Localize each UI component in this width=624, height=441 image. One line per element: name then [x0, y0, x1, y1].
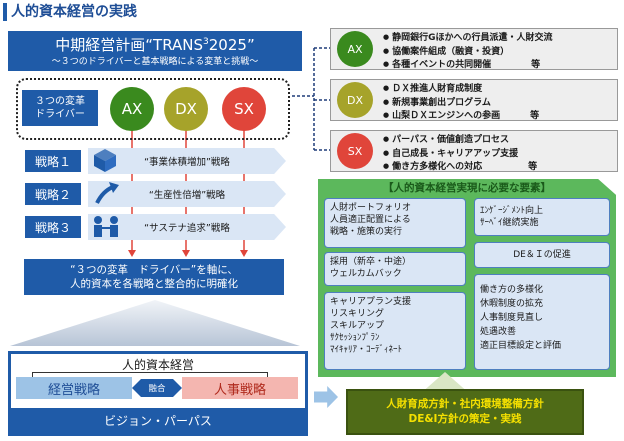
people-icon — [90, 212, 124, 242]
dx-panel-circle: DX — [337, 82, 373, 118]
summary-box: “３つの変革 ドライバー”を軸に、 人的資本を各戦略と整合的に明確化 — [24, 259, 284, 295]
sx-panel-circle: SX — [337, 133, 373, 169]
requirements-title: 【人的資本経営実現に必要な要素】 — [383, 182, 551, 194]
cube-icon — [90, 145, 120, 175]
drivers-label: ３つの変革 ドライバー — [22, 90, 98, 126]
list-item: パーパス・価値創造プロセス — [383, 133, 537, 147]
list-item: 自己成長・キャリアアップ支援 — [383, 147, 537, 161]
requirement-engagement: ｴﾝｹﾞｰｼﾞﾒﾝﾄ向上ｻｰﾍﾞｲ継続実施 — [474, 198, 610, 236]
strategy-3-label: 戦略３ — [25, 216, 81, 238]
drivers-group — [16, 78, 290, 140]
strategy-2-band: “生産性倍増”戦略 — [88, 181, 286, 207]
strategy-1-label: 戦略１ — [25, 150, 81, 172]
plan-title: 中期経営計画“TRANS32025” — [55, 36, 255, 54]
right-arrow-icon — [314, 386, 338, 408]
ax-panel-circle: AX — [337, 31, 373, 67]
midterm-plan-header: 中期経営計画“TRANS32025” ～３つのドライバーと基本戦略による変革と挑… — [8, 31, 302, 71]
growth-arrow-icon — [92, 178, 122, 208]
list-item: 協働案件組成（融資・投資） — [383, 45, 553, 59]
strategy-1-band: “事業体積増加”戦略 — [88, 148, 286, 174]
hr-strategy: 人事戦略 — [182, 377, 298, 399]
page-title: 人的資本経営の実践 — [11, 4, 137, 20]
requirement-dei: DE＆Ｉの促進 — [474, 242, 610, 268]
vision-purpose-bar: ビジョン・パーパス — [11, 408, 305, 433]
title-accent-bar — [3, 3, 7, 21]
management-strategy: 経営戦略 — [16, 377, 132, 399]
list-item: 静岡銀行Gほかへの行員派遣・人財交流 — [383, 31, 552, 45]
requirement-portfolio: 人財ポートフォリオ人員適正配置による戦略・施策の実行 — [324, 198, 466, 248]
list-item: 新規事業創出プログラム — [383, 96, 539, 110]
ax-circle: AX — [110, 87, 154, 131]
strategy-2-label: 戦略２ — [25, 183, 81, 205]
fusion-arrow: 融合 — [132, 379, 182, 397]
ax-panel-list: 静岡銀行Gほかへの行員派遣・人財交流 協働案件組成（融資・投資） 各種イベントの… — [383, 31, 553, 72]
ax-panel: AX 静岡銀行Gほかへの行員派遣・人財交流 協働案件組成（融資・投資） 各種イベ… — [330, 28, 618, 70]
dx-circle: DX — [164, 87, 208, 131]
requirement-workstyle: 働き方の多様化休暇制度の拡充人事制度見直し処遇改善適正目標設定と評価 — [474, 274, 610, 370]
sx-circle: SX — [222, 87, 266, 131]
requirement-recruitment: 採用（新卒・中途）ウェルカムバック — [324, 252, 466, 286]
list-item: ＤＸ推進人財育成制度 — [383, 82, 539, 96]
policy-box: 人財育成方針・社内環境整備方針 DE&I方針の策定・実践 — [346, 389, 584, 435]
sx-panel: SX パーパス・価値創造プロセス 自己成長・キャリアアップ支援 働き方多様化への… — [330, 130, 618, 172]
bracket-line — [32, 372, 268, 381]
strategy-3-band: “サステナ追求”戦略 — [88, 214, 286, 240]
hr-management-title: 人的資本経営 — [121, 358, 194, 372]
requirement-career: キャリアプラン支援リスキリングスキルアップｻｸｾｯｼｮﾝﾌﾟﾗﾝﾏｲｷｬﾘｱ・ｺ… — [324, 292, 466, 370]
plan-subtitle: ～３つのドライバーと基本戦略による変革と挑戦～ — [51, 57, 259, 67]
